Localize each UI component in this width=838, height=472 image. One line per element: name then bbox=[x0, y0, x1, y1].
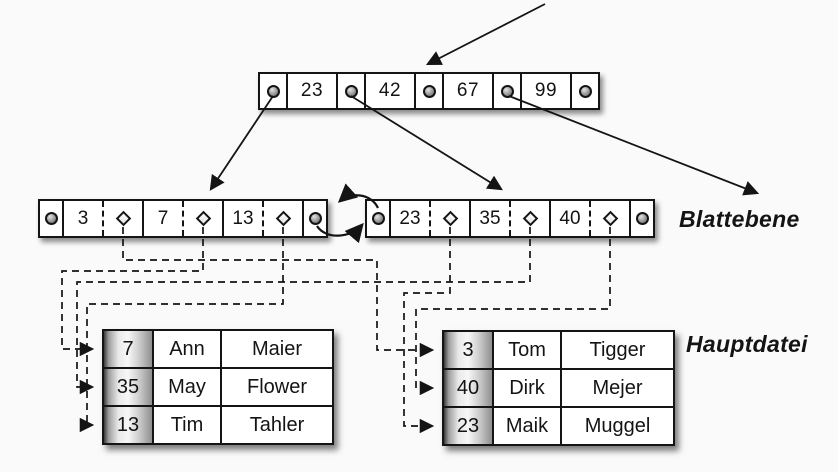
leaf-key: 3 bbox=[64, 201, 104, 236]
first-name-cell: May bbox=[154, 369, 222, 405]
root-key: 99 bbox=[522, 74, 572, 108]
record-pointer-slot bbox=[184, 201, 224, 236]
pointer-slot bbox=[40, 201, 64, 236]
first-name-cell: Tim bbox=[154, 407, 222, 443]
leaf-entry: 7 bbox=[144, 201, 224, 236]
leaf-level-label: Blattebene bbox=[679, 206, 800, 232]
record-pointer-diamond-icon bbox=[275, 210, 291, 227]
pointer-slot bbox=[416, 74, 444, 108]
last-name-cell: Mejer bbox=[592, 376, 643, 399]
pointer-slot bbox=[260, 74, 288, 108]
root-key: 67 bbox=[444, 74, 494, 108]
record-pointer-diamond-icon bbox=[195, 210, 211, 227]
pointer-circle-icon bbox=[44, 212, 58, 225]
record-pointer-diamond-icon bbox=[442, 210, 458, 227]
first-name-cell: Ann bbox=[154, 331, 222, 367]
key-cell: 13 bbox=[104, 407, 154, 443]
last-name-cell: Maier bbox=[251, 337, 302, 360]
key-cell: 40 bbox=[444, 370, 494, 406]
record-pointer-slot bbox=[264, 201, 304, 236]
leaf-entry: 3 bbox=[64, 201, 144, 236]
pointer-circle-icon bbox=[578, 84, 592, 98]
pointer-slot bbox=[494, 74, 522, 108]
root-node: 23 42 67 99 bbox=[258, 72, 600, 110]
pointer-circle-icon bbox=[308, 212, 322, 225]
last-name-cell: Flower bbox=[246, 375, 307, 398]
main-file-table-right: 3 Tom Tigger 40 Dirk Mejer 23 Maik Mugge… bbox=[442, 330, 675, 446]
first-name-cell: Dirk bbox=[494, 370, 562, 406]
record-pointer-diamond-icon bbox=[115, 210, 131, 227]
record-pointer-diamond-icon bbox=[602, 210, 618, 227]
leaf-entry: 35 bbox=[471, 201, 551, 236]
root-key: 42 bbox=[366, 74, 416, 108]
leaf-node-right: 23 35 40 bbox=[365, 199, 655, 238]
record-pointer-slot bbox=[591, 201, 631, 236]
leaf-entry: 40 bbox=[551, 201, 631, 236]
record-pointer-slot bbox=[511, 201, 551, 236]
table-row: 23 Maik Muggel bbox=[444, 408, 673, 444]
key-cell: 23 bbox=[444, 408, 494, 444]
arrow-root-to-offscreen-leaf bbox=[508, 95, 760, 196]
last-name-cell: Muggel bbox=[584, 414, 651, 437]
pointer-circle-icon bbox=[422, 84, 436, 98]
pointer-slot bbox=[338, 74, 366, 108]
leaf-key: 7 bbox=[144, 201, 184, 236]
pointer-circle-icon bbox=[371, 212, 385, 225]
first-name-cell: Maik bbox=[494, 408, 562, 444]
table-row: 3 Tom Tigger bbox=[444, 332, 673, 370]
table-row: 35 May Flower bbox=[104, 369, 332, 407]
record-pointer-slot bbox=[431, 201, 471, 236]
key-cell: 35 bbox=[104, 369, 154, 405]
pointer-slot bbox=[304, 201, 326, 236]
main-file-table-left: 7 Ann Maier 35 May Flower 13 Tim Tahler bbox=[102, 329, 334, 445]
pointer-circle-icon bbox=[344, 84, 358, 98]
record-pointer-slot bbox=[104, 201, 144, 236]
first-name-cell: Tom bbox=[494, 332, 562, 368]
pointer-circle-icon bbox=[500, 84, 514, 98]
leaf-key: 35 bbox=[471, 201, 511, 236]
last-name-cell: Tahler bbox=[249, 413, 305, 436]
main-file-label: Hauptdatei bbox=[686, 331, 808, 357]
table-row: 7 Ann Maier bbox=[104, 331, 332, 369]
pointer-slot bbox=[631, 201, 653, 236]
pointer-slot bbox=[367, 201, 391, 236]
leaf-key: 40 bbox=[551, 201, 591, 236]
root-key: 23 bbox=[288, 74, 338, 108]
arrow-into-root bbox=[425, 3, 546, 66]
leaf-entry: 23 bbox=[391, 201, 471, 236]
last-name-cell: Tigger bbox=[589, 338, 646, 361]
record-pointer-diamond-icon bbox=[522, 210, 538, 227]
leaf-key: 13 bbox=[224, 201, 264, 236]
table-row: 40 Dirk Mejer bbox=[444, 370, 673, 408]
key-cell: 7 bbox=[104, 331, 154, 367]
leaf-key: 23 bbox=[391, 201, 431, 236]
pointer-circle-icon bbox=[635, 212, 649, 225]
pointer-slot bbox=[572, 74, 598, 108]
table-row: 13 Tim Tahler bbox=[104, 407, 332, 443]
pointer-circle-icon bbox=[266, 84, 280, 98]
key-cell: 3 bbox=[444, 332, 494, 368]
leaf-node-left: 3 7 13 bbox=[38, 199, 328, 238]
leaf-entry: 13 bbox=[224, 201, 304, 236]
